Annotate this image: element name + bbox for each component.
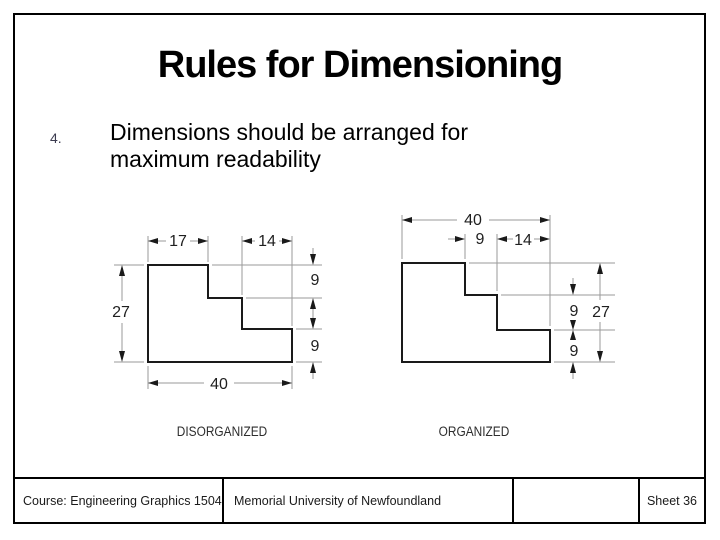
part-outline-right	[401, 262, 551, 363]
footer-sheet-cell: Sheet 36	[638, 479, 704, 522]
sheet-number-label: Sheet 36	[646, 493, 698, 508]
drawing-organized: 40 9 14 9 9 27	[401, 212, 615, 379]
disorganized-label: DISORGANIZED	[176, 424, 268, 439]
footer-title-block: Course: Engineering Graphics 1504 Memori…	[15, 477, 704, 522]
dim-value: 27	[112, 304, 130, 321]
bullet-text: Dimensions should be arranged for maximu…	[110, 119, 468, 172]
organized-label: ORGANIZED	[438, 424, 510, 439]
dim-value: 14	[514, 232, 532, 249]
dim-value: 9	[311, 338, 320, 355]
drawing-disorganized: 17 14 27 40 9 9	[112, 233, 322, 393]
institution-label: Memorial University of Newfoundland	[234, 493, 442, 508]
dimension-lines-right	[401, 215, 615, 379]
dim-value: 27	[592, 304, 610, 321]
slide-frame: Course: Engineering Graphics 1504 Memori…	[13, 13, 706, 524]
dim-value: 9	[311, 272, 320, 289]
dim-value: 14	[258, 233, 276, 250]
bullet-number: 4.	[50, 130, 62, 146]
part-outline-left	[147, 264, 293, 363]
footer-course-cell: Course: Engineering Graphics 1504	[15, 479, 222, 522]
footer-empty-cell	[512, 479, 638, 522]
page-title: Rules for Dimensioning	[157, 44, 563, 86]
dimension-lines-left	[114, 236, 322, 389]
footer-institution-cell: Memorial University of Newfoundland	[222, 479, 512, 522]
arrowheads-left	[119, 238, 316, 386]
dim-value: 9	[570, 343, 579, 360]
course-label: Course: Engineering Graphics 1504	[23, 493, 222, 508]
arrowheads-right	[402, 217, 603, 373]
dim-value: 40	[464, 212, 482, 229]
dim-value: 40	[210, 376, 228, 393]
dim-value: 9	[476, 231, 485, 248]
dim-value: 17	[169, 233, 187, 250]
dim-value: 9	[570, 303, 579, 320]
